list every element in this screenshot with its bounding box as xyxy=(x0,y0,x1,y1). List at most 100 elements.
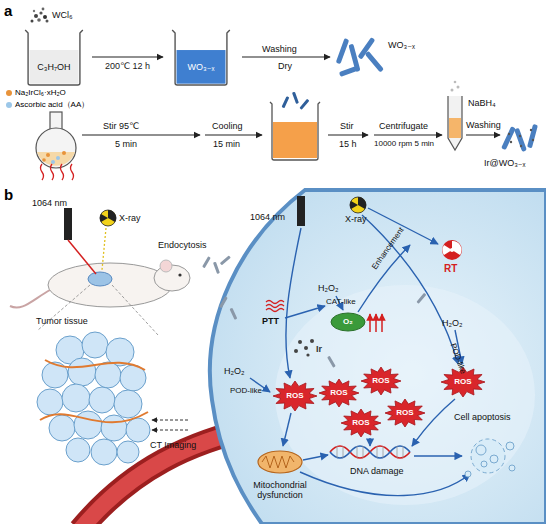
ir-wo3-nanorods-part xyxy=(508,133,510,135)
pathway-arrows-part xyxy=(368,208,438,244)
node-text: ROS xyxy=(330,389,347,398)
tissue-label: Tumor tissue xyxy=(36,316,88,326)
apoptotic-cell xyxy=(465,439,515,477)
node-text: ROS xyxy=(286,392,303,401)
beaker-liquid xyxy=(30,50,79,84)
heat-waves-part xyxy=(71,164,74,180)
legend-text: Na₂IrCl₆·xH₂O xyxy=(15,88,66,97)
tumor-cells-part xyxy=(62,384,90,412)
centrifuge-tube-part xyxy=(454,81,457,84)
xray-symbol-part xyxy=(102,228,106,270)
tumor-cells-part xyxy=(66,438,90,462)
panel-letter: b xyxy=(4,186,13,203)
xray-symbol-part xyxy=(350,197,366,213)
ros-burst xyxy=(361,367,401,395)
ir-wo3-nanorods-part xyxy=(514,128,527,152)
heat-waves-part xyxy=(61,164,64,180)
wcl6-powder-part xyxy=(33,10,35,12)
orange-beaker-part xyxy=(270,102,320,160)
legend-text: Ascorbic acid（AA） xyxy=(15,99,89,110)
xray-symbol-part xyxy=(100,210,116,226)
heat-waves-part xyxy=(51,164,54,180)
dna-helix-part xyxy=(377,446,378,458)
ir-wo3-nanorods-part xyxy=(501,126,516,150)
centrifuge-tube-part xyxy=(448,96,462,150)
node-text: WO₃₋ₓ xyxy=(188,63,215,73)
wcl6-powder-part xyxy=(39,11,42,14)
ros-node: ROS xyxy=(384,398,426,428)
step-label: 15 h xyxy=(339,139,357,149)
pathway-arrows-part xyxy=(414,455,462,456)
ct-arrows xyxy=(152,420,188,430)
mitochondrion-part xyxy=(258,451,302,473)
falling-rods-part xyxy=(282,96,290,108)
imaging-label: CT Imaging xyxy=(150,440,196,450)
heat-waves xyxy=(266,301,284,312)
legend-swatch xyxy=(6,90,12,96)
node-text: ROS xyxy=(454,378,471,387)
molecule-label: H₂O₂ xyxy=(224,366,245,376)
node-text: ROS xyxy=(352,419,369,428)
wcl6-powder xyxy=(31,8,49,23)
process-arrow xyxy=(92,56,163,57)
xray-label: X-ray xyxy=(119,213,141,223)
radiation-symbol xyxy=(442,240,462,260)
centrifuge-tube-part xyxy=(449,118,461,138)
radiation-symbol-part xyxy=(442,241,461,255)
ros-node: ROS xyxy=(318,378,360,408)
ros-burst xyxy=(273,381,317,411)
ir-particles-part xyxy=(304,346,308,350)
ros-node: ROS xyxy=(340,408,382,438)
step-label: Centrifugate xyxy=(379,121,428,131)
step-label: 5 min xyxy=(115,139,137,149)
heat-waves-part xyxy=(266,301,284,304)
tumor-cells xyxy=(37,332,150,465)
ros-node: ROS xyxy=(272,380,318,412)
heat-waves xyxy=(41,164,74,180)
ir-wo3-nanorods-part xyxy=(527,124,538,148)
process-arrow-part xyxy=(242,56,330,57)
wcl6-powder-part xyxy=(31,20,34,23)
step-label: 15 min xyxy=(213,139,240,149)
wo3-nanorods xyxy=(336,37,384,77)
pathway-arrows-part xyxy=(285,306,325,318)
nanorods-part xyxy=(230,308,238,320)
ir-wo3-nanorods-part xyxy=(520,145,522,147)
round-flask-part xyxy=(50,112,62,130)
round-flask-part xyxy=(42,158,46,162)
legend-item: Ascorbic acid（AA） xyxy=(6,99,89,110)
mouse-part xyxy=(10,290,50,308)
round-flask-part xyxy=(36,128,76,168)
apoptotic-cell-part xyxy=(509,465,515,471)
radiation-symbol-part xyxy=(442,240,462,260)
tumor-cells-part xyxy=(91,439,117,465)
nanorods xyxy=(219,293,426,368)
laser-source xyxy=(64,208,96,274)
process-label: Endocytosis xyxy=(158,240,207,250)
nanorods-part xyxy=(327,356,336,368)
centrifuge-tube-part xyxy=(457,86,460,89)
dna-helix-part xyxy=(337,446,338,458)
falling-rods-part xyxy=(299,99,309,110)
round-flask-part xyxy=(56,156,60,160)
xray-symbol xyxy=(100,210,116,270)
apoptotic-cell-part xyxy=(471,439,505,473)
product-label: Ir@WO₃₋ₓ xyxy=(484,158,526,168)
mouse xyxy=(10,260,190,308)
ct-arrows-part xyxy=(152,420,188,421)
pathway-arrows-part xyxy=(303,455,328,460)
node-text: ROS xyxy=(372,377,389,386)
ros-burst xyxy=(341,409,381,437)
round-flask-part xyxy=(37,152,75,166)
wo3-nanorods-part xyxy=(336,38,350,64)
heat-waves-part xyxy=(266,309,284,312)
ros-burst xyxy=(385,399,425,427)
ros-node: ROS xyxy=(360,366,402,396)
mitochondrion xyxy=(258,451,302,473)
radiation-symbol-part xyxy=(450,248,454,252)
step-label: Stir 95℃ xyxy=(103,121,139,131)
reagent-label: WCl₆ xyxy=(52,10,73,20)
